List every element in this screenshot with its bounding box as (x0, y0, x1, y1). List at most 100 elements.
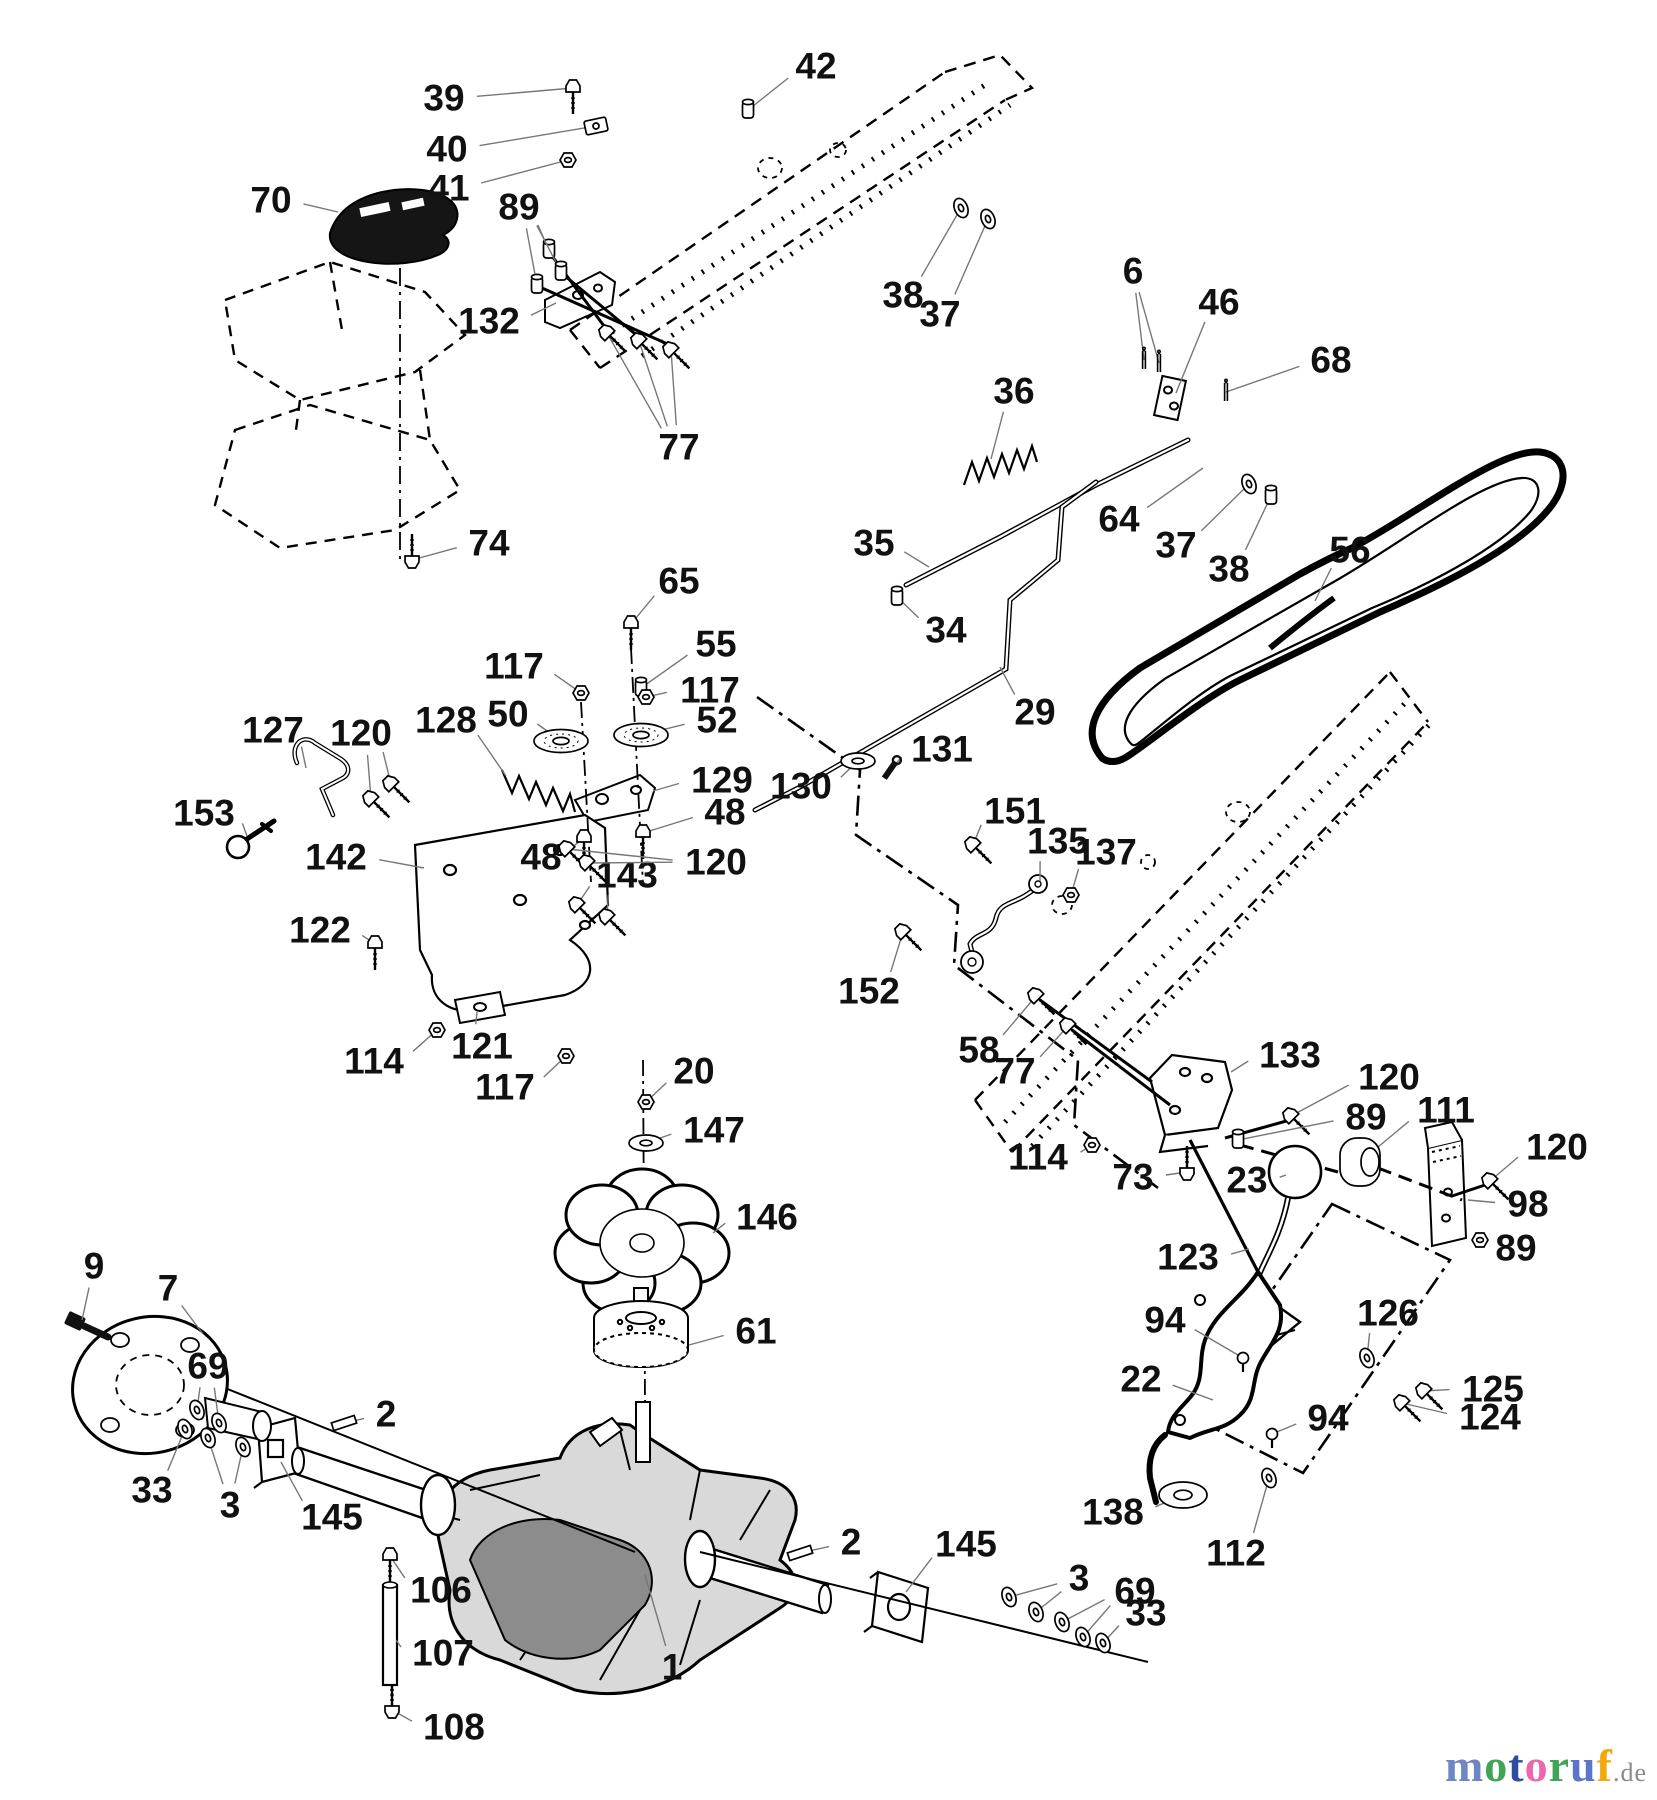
leader-line (640, 654, 688, 689)
leader-line (1146, 467, 1204, 509)
part-label-106: 106 (410, 1570, 472, 1611)
anchor-plate-133 (1148, 1053, 1234, 1154)
watermark-letter: m (1444, 1740, 1485, 1791)
watermark-letter: o (1484, 1740, 1509, 1791)
leader-line (530, 302, 557, 316)
part-label-126: 126 (1357, 1293, 1419, 1334)
part-label-145: 145 (301, 1497, 363, 1538)
leader-line (1002, 995, 1037, 1036)
part-label-130: 130 (770, 766, 832, 807)
part-label-94: 94 (1144, 1300, 1186, 1341)
part-label-50: 50 (487, 694, 528, 735)
support-rod-107 (381, 1581, 399, 1687)
leader-line (1314, 567, 1332, 602)
brake-link-135 (960, 874, 1048, 974)
watermark-brand: motoruf (1445, 1740, 1613, 1791)
part-label-111: 111 (1417, 1090, 1475, 1131)
part-label-127: 127 (242, 710, 304, 751)
part-label-94: 94 (1307, 1398, 1349, 1439)
part-label-112: 112 (1206, 1533, 1266, 1574)
leader-line (638, 340, 668, 427)
part-label-146: 146 (736, 1197, 798, 1238)
watermark-suffix: .de (1612, 1758, 1647, 1787)
part-label-65: 65 (658, 561, 699, 602)
watermark-letter: t (1508, 1740, 1525, 1791)
leader-line (747, 77, 789, 111)
leader-line (1175, 321, 1206, 394)
part-label-120: 120 (1526, 1127, 1588, 1168)
leader-line (1237, 1120, 1334, 1141)
part-label-3: 3 (220, 1485, 241, 1526)
part-label-89: 89 (498, 187, 539, 228)
shift-rod-35 (903, 437, 1191, 588)
part-label-2: 2 (841, 1522, 862, 1563)
part-label-23: 23 (1226, 1160, 1267, 1201)
part-label-117: 117 (680, 670, 740, 711)
part-label-64: 64 (1098, 499, 1140, 540)
part-label-36: 36 (993, 371, 1034, 412)
part-label-33: 33 (1125, 1593, 1166, 1634)
brake-lever (1146, 1268, 1284, 1505)
leader-line (920, 207, 962, 278)
brake-rod-29 (752, 479, 1099, 813)
part-label-55: 55 (695, 624, 736, 665)
part-label-120: 120 (685, 842, 747, 883)
reference-zigzag-lines (756, 695, 1452, 1475)
part-label-107: 107 (412, 1633, 474, 1674)
leader-line (670, 349, 677, 426)
watermark-letter: u (1570, 1740, 1597, 1791)
part-label-147: 147 (683, 1110, 745, 1151)
leader-line (1290, 1084, 1349, 1117)
part-label-73: 73 (1112, 1157, 1153, 1198)
part-label-138: 138 (1082, 1492, 1144, 1533)
leader-line (1252, 1477, 1270, 1534)
part-label-77: 77 (658, 427, 699, 468)
part-label-33: 33 (131, 1470, 172, 1511)
leader-line (479, 125, 597, 147)
part-label-74: 74 (468, 523, 510, 564)
part-label-77: 77 (994, 1051, 1035, 1092)
part-label-37: 37 (1155, 525, 1196, 566)
leader-line (1230, 1248, 1250, 1255)
part-label-122: 122 (289, 910, 351, 951)
leader-line (999, 666, 1016, 695)
part-label-40: 40 (426, 129, 467, 170)
part-label-131: 131 (911, 729, 973, 770)
leader-line (379, 859, 425, 869)
mounting-bracket-132 (544, 270, 617, 330)
guide-plate-98 (1423, 1120, 1468, 1248)
leader-line (476, 87, 574, 97)
part-label-38: 38 (1208, 549, 1249, 590)
part-label-2: 2 (376, 1394, 397, 1435)
part-label-114: 114 (344, 1041, 404, 1082)
part-label-117: 117 (475, 1067, 535, 1108)
part-label-6: 6 (1123, 251, 1144, 292)
retainer-pin-153 (225, 818, 277, 860)
leader-line (81, 1287, 90, 1321)
part-label-22: 22 (1120, 1359, 1161, 1400)
leader-line (606, 332, 663, 429)
transaxle-pulley (593, 1287, 689, 1368)
part-label-124: 124 (1459, 1397, 1521, 1438)
part-label-98: 98 (1507, 1184, 1548, 1225)
leader-line (652, 782, 680, 792)
leader-line (903, 551, 930, 568)
part-label-133: 133 (1259, 1035, 1321, 1076)
clutch-spring-36 (962, 442, 1039, 486)
leader-line (1279, 1174, 1287, 1178)
part-label-89: 89 (1345, 1097, 1386, 1138)
part-label-70: 70 (250, 180, 291, 221)
leader-line (480, 159, 569, 184)
leader-line (300, 746, 307, 769)
leader-line (181, 1305, 204, 1335)
fender-dashed-outline (213, 260, 467, 550)
part-label-129: 129 (691, 760, 753, 801)
part-label-35: 35 (853, 523, 894, 564)
leader-line (1467, 1199, 1496, 1204)
leader-line (688, 1334, 724, 1346)
hub-bolt-9 (64, 1311, 112, 1341)
leader-line (644, 1574, 667, 1647)
part-label-48: 48 (704, 792, 745, 833)
